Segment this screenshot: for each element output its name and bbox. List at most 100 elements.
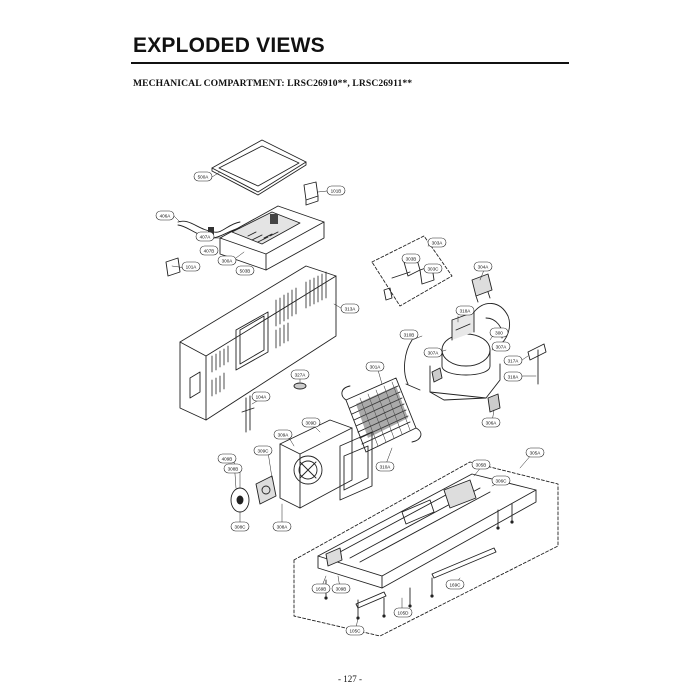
svg-text:169C: 169C [450, 582, 462, 587]
callout-105C: 105C [345, 625, 365, 636]
callout-305B: 305B [471, 459, 491, 470]
callout-327A: 327A [290, 369, 310, 380]
callout-313A: 313A [340, 303, 360, 314]
svg-text:303A: 303A [432, 240, 444, 245]
callout-300A: 300A [217, 255, 237, 266]
callout-409B: 409B [217, 453, 237, 464]
callout-308B: 308B [223, 463, 243, 474]
svg-text:500A: 500A [198, 174, 210, 179]
svg-text:503B: 503B [240, 268, 251, 273]
svg-text:105C: 105C [350, 628, 362, 633]
page-title: EXPLODED VIEWS [133, 34, 325, 57]
svg-text:327A: 327A [295, 372, 307, 377]
svg-text:309A: 309A [278, 432, 290, 437]
svg-text:300: 300 [495, 330, 503, 335]
control-box [219, 205, 325, 271]
callout-309A: 309A [273, 429, 293, 440]
callout-503B: 503B [235, 265, 255, 276]
overload-protector [471, 273, 493, 303]
svg-text:306C: 306C [496, 478, 508, 483]
svg-text:169B: 169B [316, 586, 327, 591]
callout-318A: 318A [455, 305, 475, 316]
callout-307A-left: 307A [423, 347, 443, 358]
svg-text:309D: 309D [306, 420, 318, 425]
callout-300: 300 [489, 327, 509, 338]
callout-305A: 305A [525, 447, 545, 458]
page-number: - 127 - [338, 674, 362, 684]
svg-text:309C: 309C [258, 448, 270, 453]
callout-318A-right: 318A [503, 371, 523, 382]
sensor-probe [241, 395, 255, 433]
svg-text:304A: 304A [478, 264, 490, 269]
callout-303C: 303C [423, 263, 443, 274]
fan-housing [279, 419, 373, 509]
callout-407A: 407A [195, 231, 215, 242]
svg-text:101B: 101B [331, 188, 342, 193]
svg-text:310B: 310B [404, 332, 415, 337]
base-tray [317, 473, 537, 589]
callout-308A: 308A [272, 521, 292, 532]
svg-text:101A: 101A [186, 264, 198, 269]
grommets [431, 367, 501, 413]
callout-301A: 301A [365, 361, 385, 372]
svg-text:409B: 409B [222, 456, 233, 461]
callout-310A: 310A [375, 461, 395, 472]
svg-text:307A: 307A [496, 344, 508, 349]
callout-309B: 309B [331, 583, 351, 594]
drier [527, 343, 547, 385]
svg-text:309B: 309B [336, 586, 347, 591]
clip-part [303, 181, 319, 206]
callout-317A: 317A [503, 355, 523, 366]
svg-text:308C: 308C [235, 524, 247, 529]
compressor [404, 303, 510, 401]
capacitor [293, 382, 307, 390]
back-panel-vents [211, 271, 327, 397]
svg-text:308B: 308B [228, 466, 239, 471]
callout-308C: 308C [230, 521, 250, 532]
svg-text:301A: 301A [370, 364, 382, 369]
callout-304A: 304A [473, 261, 493, 272]
svg-text:317A: 317A [508, 358, 520, 363]
callout-labels: 500A 101B 406A 407A 407B 300A 503B 101A … [155, 171, 545, 636]
svg-text:318A: 318A [508, 374, 520, 379]
base-tray-group [293, 461, 559, 637]
cover-plate [211, 139, 307, 196]
callout-101B: 101B [326, 185, 346, 196]
callout-303A: 303A [427, 237, 447, 248]
svg-text:313A: 313A [345, 306, 357, 311]
svg-text:303C: 303C [428, 266, 440, 271]
svg-text:105D: 105D [398, 610, 410, 615]
svg-text:310A: 310A [380, 464, 392, 469]
callout-307A-right: 307A [491, 341, 511, 352]
callout-309D: 309D [301, 417, 321, 428]
svg-text:318A: 318A [460, 308, 472, 313]
svg-text:300A: 300A [222, 258, 234, 263]
svg-text:406A: 406A [160, 213, 172, 218]
relay-assembly-group [371, 235, 453, 307]
callout-105D: 105D [393, 607, 413, 618]
callout-303B: 303B [401, 253, 421, 264]
callout-169B: 169B [311, 583, 331, 594]
callout-169C: 169C [445, 579, 465, 590]
svg-text:305A: 305A [530, 450, 542, 455]
svg-text:305B: 305B [476, 462, 487, 467]
page-subtitle: MECHANICAL COMPARTMENT: LRSC26910**, LRS… [133, 78, 413, 89]
title-rule [131, 62, 569, 64]
fan-motor [255, 475, 277, 505]
callout-306A: 306A [481, 417, 501, 428]
tray-rails [355, 547, 497, 609]
condenser-coil-shading [356, 386, 408, 438]
callout-306C: 306C [491, 475, 511, 486]
svg-text:303B: 303B [406, 256, 417, 261]
callout-309C: 309C [253, 445, 273, 456]
callout-101A: 101A [181, 261, 201, 272]
svg-text:407B: 407B [204, 248, 215, 253]
svg-text:307A: 307A [428, 350, 440, 355]
svg-text:306A: 306A [486, 420, 498, 425]
clip-part [165, 257, 181, 277]
fan-blade [230, 487, 250, 513]
callout-104A: 104A [251, 391, 271, 402]
svg-text:308A: 308A [277, 524, 289, 529]
svg-text:104A: 104A [256, 394, 268, 399]
